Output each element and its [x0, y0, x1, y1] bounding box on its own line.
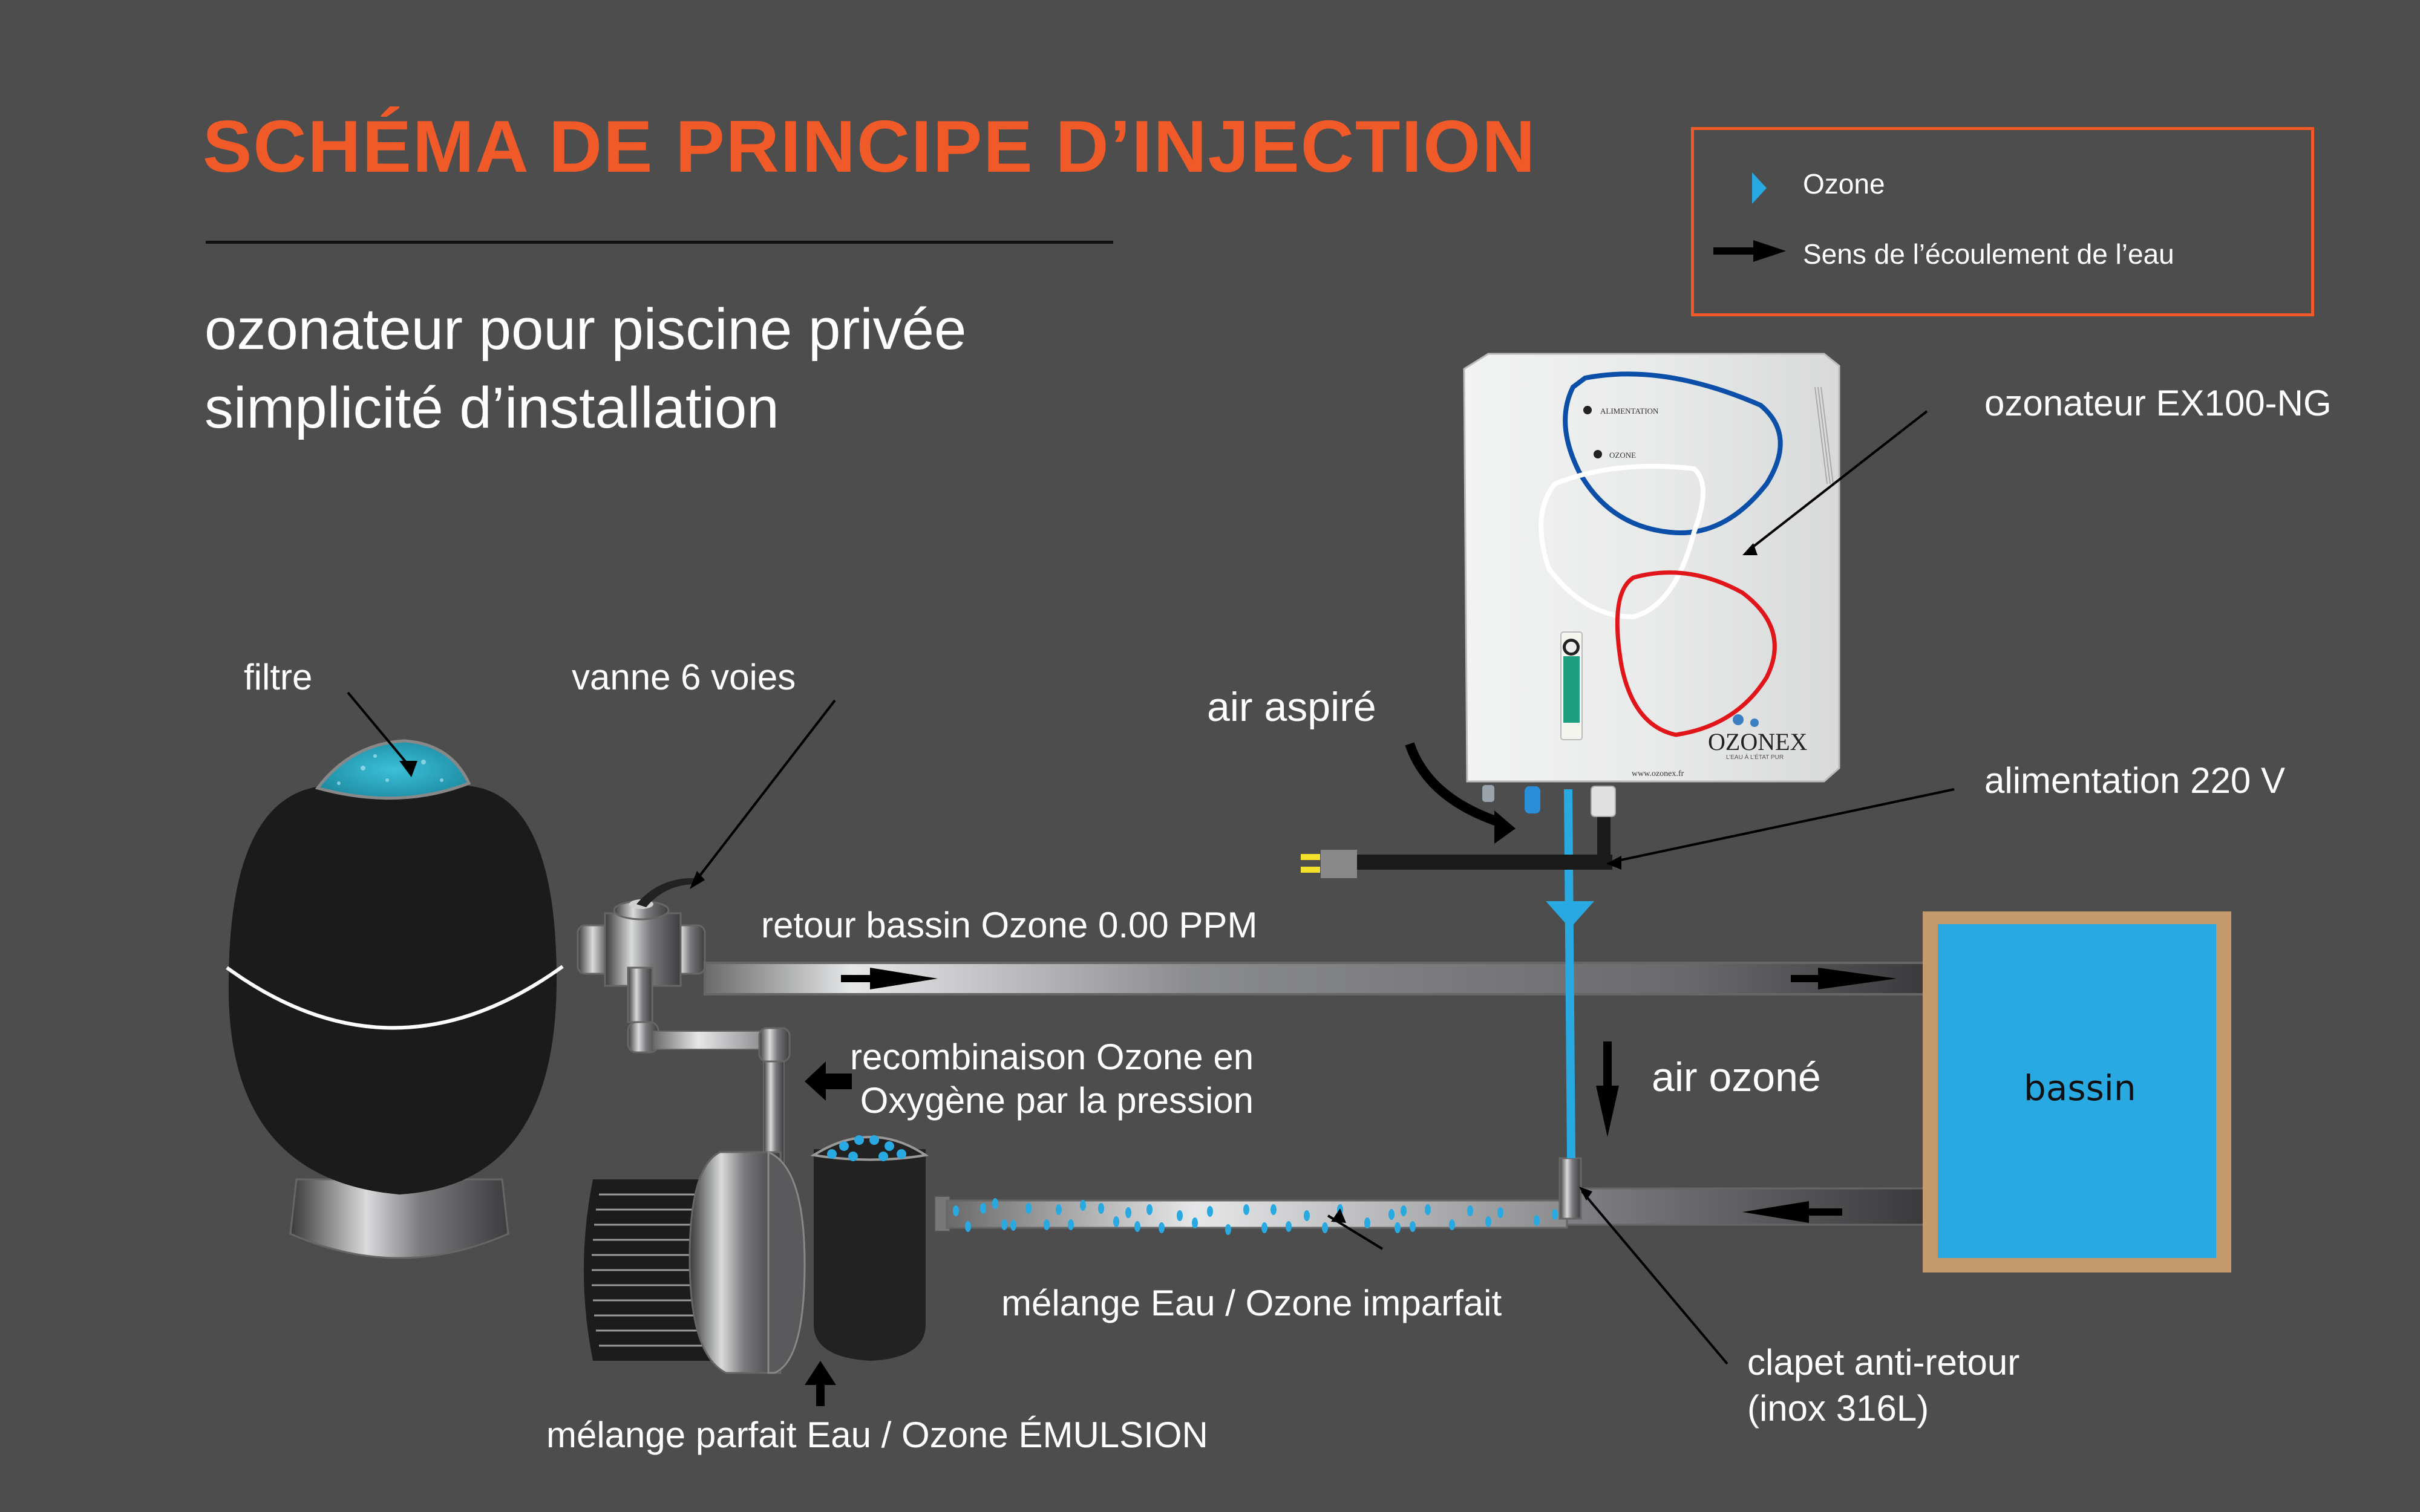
pool [1923, 911, 2231, 1272]
white-loop [1539, 463, 1705, 620]
subtitle: ozonateur pour piscine privée simplicité… [204, 290, 966, 448]
device-website: www.ozonex.fr [1632, 769, 1684, 778]
label-melange-imparfait: mélange Eau / Ozone imparfait [1001, 1283, 1502, 1323]
cable-gland [1591, 786, 1616, 817]
plug [1321, 850, 1357, 878]
flow-arrow-icon [1742, 1201, 1842, 1223]
label-recombinaison: recombinaison Ozone en Oxygène par la pr… [850, 1035, 1254, 1123]
red-loop [1615, 570, 1777, 737]
label-clapet-line-2: (inox 316L) [1747, 1388, 1929, 1429]
callout-lines [347, 410, 1955, 1365]
air-inlet-filter [1525, 786, 1540, 813]
ozone-line [1546, 789, 1594, 1159]
filter-media-window [315, 739, 471, 800]
filter-seam [226, 965, 564, 1030]
label-bassin: bassin [2024, 1067, 2136, 1109]
emulsion-arrow-icon [805, 1361, 836, 1406]
filter-base [289, 1178, 509, 1259]
ozone-led [1594, 450, 1602, 458]
label-retour-bassin: retour bassin Ozone 0.00 PPM [761, 905, 1258, 945]
check-valve [1558, 1157, 1582, 1220]
ozonex-logo [1733, 714, 1759, 727]
legend-flow-label: Sens de l’écoulement de l’eau [1803, 238, 2174, 270]
flow-arrow-icon [1791, 968, 1897, 989]
subtitle-line-2: simplicité d’installation [204, 376, 779, 440]
pump-prefilter [814, 1149, 926, 1361]
flowmeter [1560, 631, 1583, 740]
label-melange-parfait: mélange parfait Eau / Ozone ÉMULSION [546, 1415, 1208, 1455]
label-air-aspire: air aspiré [1207, 684, 1376, 730]
sand-filter [226, 739, 564, 1259]
label-alimentation: alimentation 220 V [1984, 760, 2285, 801]
label-ozonateur: ozonateur EX100-NG [1984, 383, 2332, 423]
title-divider [206, 241, 1113, 244]
plug-pin [1301, 867, 1320, 873]
subtitle-line-1: ozonateur pour piscine privée [204, 297, 967, 362]
label-air-ozone: air ozoné [1652, 1054, 1821, 1100]
blue-loop [1563, 371, 1783, 535]
power-led [1583, 406, 1592, 414]
black-arrow-icon [1713, 240, 1786, 262]
label-recombinaison-line-2: Oxygène par la pression [860, 1080, 1254, 1121]
page-title: SCHÉMA DE PRINCIPE D’INJECTION [203, 105, 1537, 187]
recombinaison-arrow-icon [805, 1061, 852, 1101]
six-way-valve [577, 878, 791, 1171]
valve-handle [636, 878, 702, 907]
device-tagline: L’EAU À L’ÉTAT PUR [1726, 754, 1784, 761]
air-ozone-arrow-icon [1596, 1041, 1619, 1137]
ozone-direction-icon [1546, 901, 1594, 928]
label-clapet-line-1: clapet anti-retour [1747, 1342, 2020, 1383]
flow-arrow-icon [841, 968, 938, 989]
pool-pump [584, 1135, 929, 1374]
vent-slots [1814, 386, 1834, 484]
label-vanne: vanne 6 voies [572, 657, 796, 697]
callout-arrowheads [399, 543, 1758, 1223]
filter-tank [228, 780, 557, 1194]
power-cable [1301, 813, 1612, 878]
return-pipe [704, 962, 1928, 996]
label-clapet: clapet anti-retour (inox 316L) [1747, 1340, 2019, 1432]
ozonator-device [1463, 353, 1840, 817]
blue-triangle-icon [1752, 172, 1767, 204]
device-led-label-alimentation: ALIMENTATION [1600, 406, 1659, 415]
device-brand: OZONEX [1708, 728, 1808, 755]
label-filtre: filtre [244, 657, 313, 697]
label-recombinaison-line-1: recombinaison Ozone en [850, 1037, 1254, 1077]
gland [1482, 785, 1494, 802]
legend-ozone-label: Ozone [1803, 168, 1885, 200]
device-led-label-ozone: OZONE [1609, 451, 1637, 460]
legend-box: Ozone Sens de l’écoulement de l’eau [1691, 127, 2314, 316]
suction-pipe [934, 1187, 1928, 1235]
plug-pin [1301, 854, 1320, 860]
ozone-bubbles [953, 1198, 1558, 1235]
